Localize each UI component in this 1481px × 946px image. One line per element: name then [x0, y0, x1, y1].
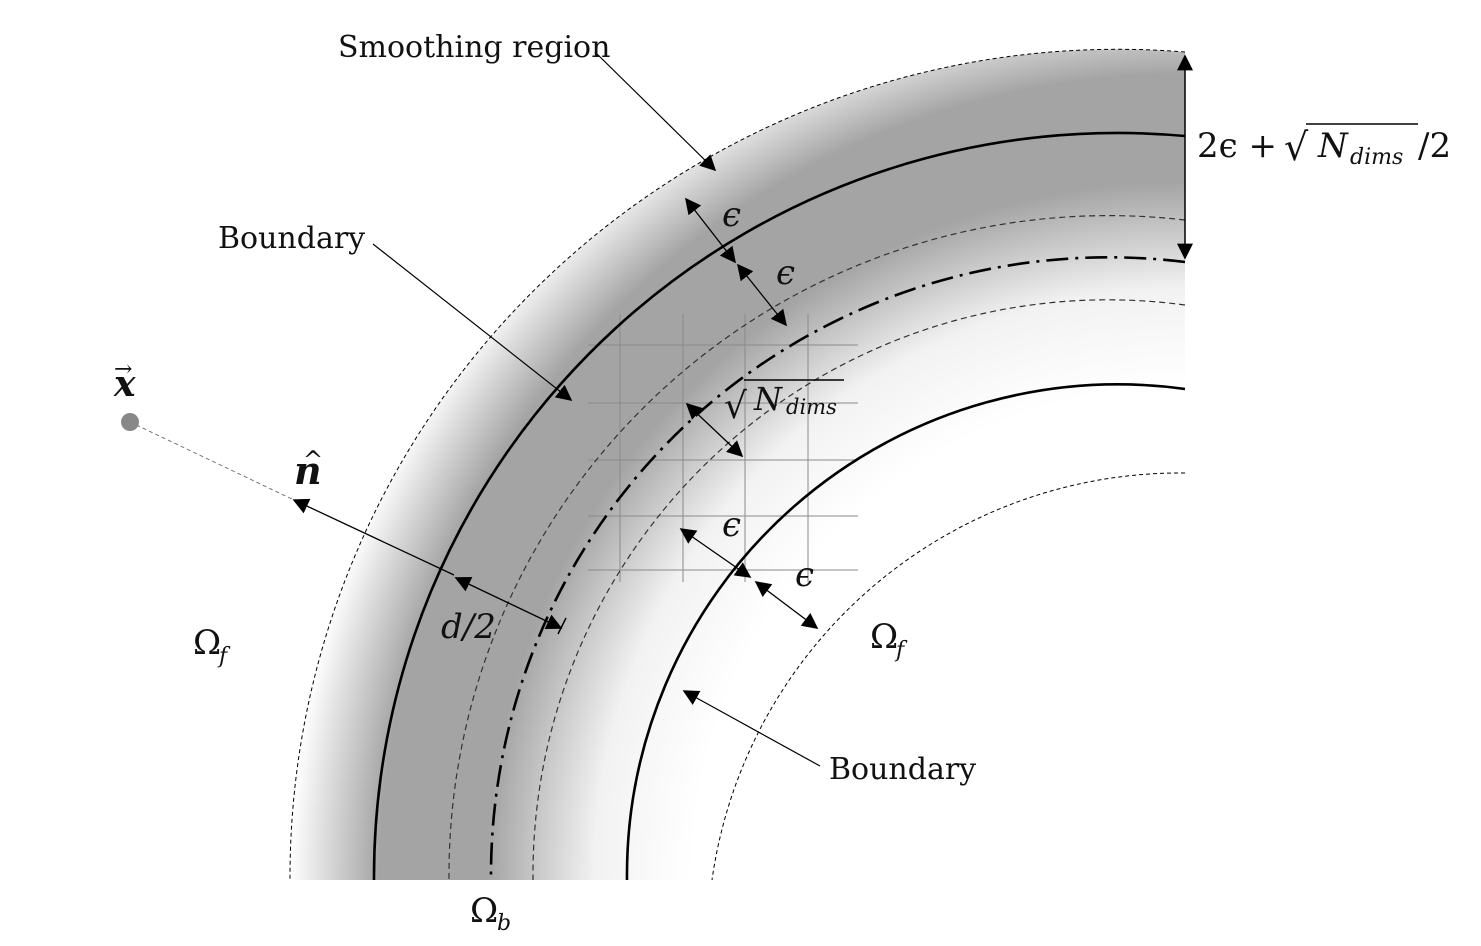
boundary-inner-curve [625, 383, 1186, 881]
omega-f-outer-symbol: Ω [193, 623, 221, 663]
omega-f-inner-label: Ω f [870, 617, 908, 663]
sqrt-ndims-label: √ N dims [724, 379, 844, 427]
omega-b-symbol: Ω [470, 891, 498, 931]
omega-b-sub: b [497, 911, 511, 936]
thickness-suffix: /2 [1418, 126, 1451, 166]
thickness-dims: dims [1350, 145, 1403, 170]
thickness-formula: 2ϵ + √ N dims /2 [1197, 123, 1451, 170]
boundary-outer-curve [372, 131, 1186, 881]
epsilon-arrow-inner-2 [754, 581, 819, 629]
epsilon-arrow-outer-2 [737, 263, 787, 327]
epsilon-label-1: ϵ [722, 195, 741, 235]
smoothing-region-label: Smoothing region [338, 30, 610, 65]
point-x-vector-arrow: → [114, 357, 132, 382]
epsilon-arrow-outer-1 [685, 197, 736, 264]
normal-n-hat: ^ [303, 446, 323, 474]
boundary-outer-leader [372, 243, 573, 401]
smoothing-band [289, 49, 1185, 881]
point-x-dot [121, 413, 139, 431]
thickness-n: N [1317, 126, 1349, 166]
sqrt-ndims-dims: dims [786, 395, 837, 419]
boundary-inner-leader [682, 690, 821, 767]
boundary-inner-label: Boundary [829, 752, 976, 787]
normal-arrow [292, 498, 455, 576]
projection-line [129, 421, 295, 501]
thickness-prefix: 2ϵ + [1197, 126, 1277, 166]
omega-b-label: Ω b [470, 891, 511, 936]
omega-f-inner-symbol: Ω [870, 617, 898, 657]
epsilon-label-3: ϵ [722, 505, 741, 545]
normal-n-label: n [294, 448, 322, 493]
half-d-tick [557, 617, 567, 635]
half-d-arrow [454, 576, 563, 630]
point-x-label: x [113, 363, 136, 405]
epsilon-label-2: ϵ [776, 253, 795, 293]
smoothing-limit-inner [711, 472, 1186, 881]
epsilon-arrow-inner-1 [679, 528, 752, 578]
thickness-sqrt-sign: √ [1284, 125, 1309, 169]
omega-f-outer-label: Ω f [193, 623, 231, 669]
smoothing-limit-outer [289, 48, 1186, 881]
half-d-label: d/2 [441, 607, 496, 647]
omega-f-inner-sub: f [894, 638, 908, 663]
sqrt-ndims-sign: √ [724, 386, 747, 427]
omega-f-outer-sub: f [217, 644, 231, 669]
sqrt-ndims-arrow [685, 402, 744, 458]
smoothing-region-leader [594, 51, 717, 172]
sqrt-ndims-n: N [753, 380, 783, 418]
boundary-outer-label: Boundary [218, 221, 365, 256]
epsilon-line-outer [448, 215, 1186, 881]
epsilon-label-4: ϵ [795, 555, 814, 595]
